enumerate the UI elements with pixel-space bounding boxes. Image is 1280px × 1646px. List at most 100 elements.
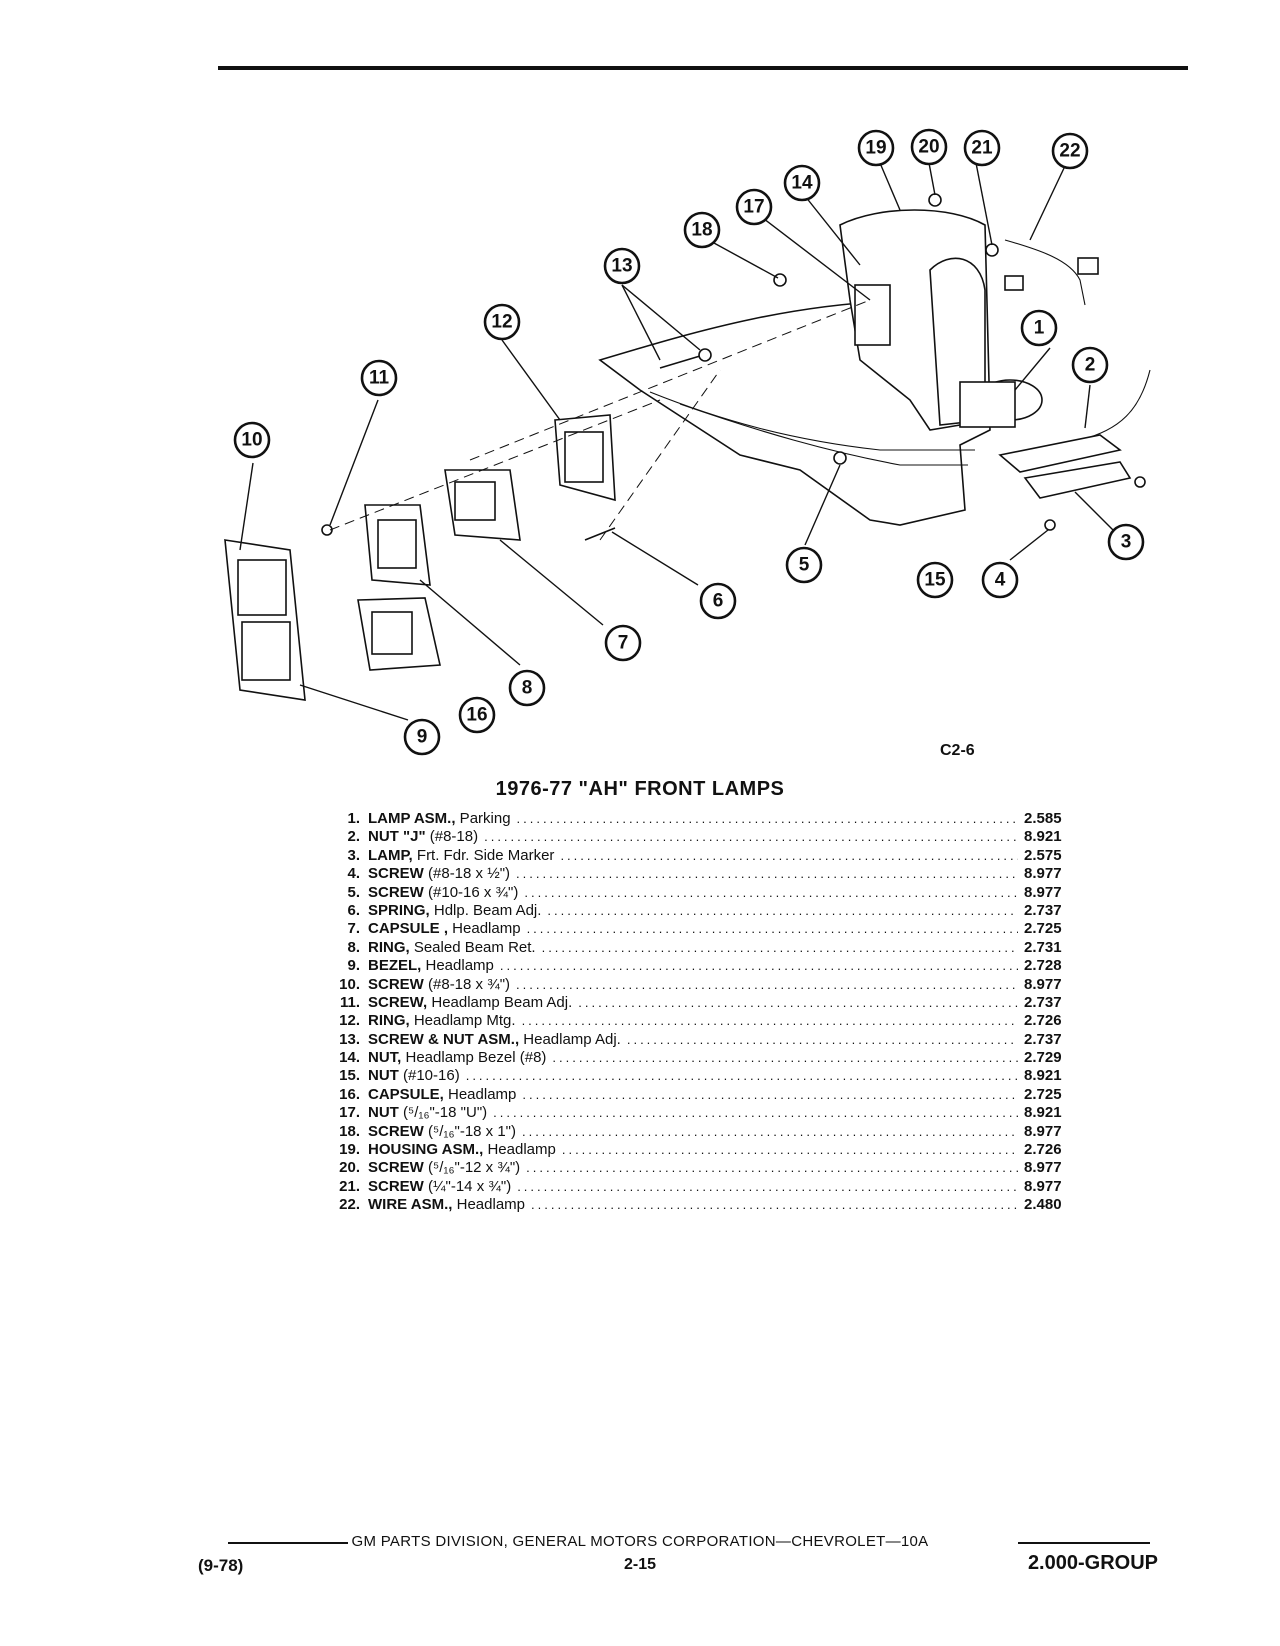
part-row: 10.SCREW (#8-18 x ¾")...................… bbox=[320, 976, 1080, 994]
group-code: 8.977 bbox=[1024, 883, 1062, 901]
part-name: SPRING, bbox=[368, 901, 430, 919]
part-name: SCREW bbox=[368, 883, 424, 901]
part-detail: Headlamp bbox=[483, 1141, 556, 1159]
headlamp-bezel bbox=[224, 539, 306, 701]
part-description: LAMP, Frt. Fdr. Side Marker bbox=[368, 847, 554, 865]
leader-dots: ........................................… bbox=[626, 1031, 1018, 1047]
callout-18: 18 bbox=[683, 211, 721, 249]
part-number: 11. bbox=[339, 993, 360, 1011]
part-number: 6. bbox=[347, 901, 360, 919]
svg-text:15: 15 bbox=[924, 570, 946, 591]
part-detail: Headlamp bbox=[421, 957, 494, 975]
part-description: LAMP ASM., Parking bbox=[368, 810, 511, 828]
callout-12: 12 bbox=[483, 303, 521, 341]
part-name: LAMP, bbox=[368, 846, 413, 864]
part-number: 21. bbox=[339, 1177, 360, 1195]
part-detail: Headlamp Mtg. bbox=[409, 1012, 516, 1030]
part-detail: Headlamp Adj. bbox=[519, 1030, 621, 1048]
svg-text:2: 2 bbox=[1085, 355, 1096, 376]
group-code: 8.977 bbox=[1024, 975, 1062, 993]
part-description: SCREW (#8-18 x ½") bbox=[368, 865, 510, 883]
group-code: 2.737 bbox=[1024, 1030, 1062, 1048]
headlamp-housing bbox=[839, 209, 991, 431]
part-name: NUT "J" bbox=[368, 828, 426, 846]
part-number: 5. bbox=[347, 883, 360, 901]
footer-rule-left bbox=[228, 1542, 356, 1544]
part-row: 17.NUT (⁵/₁₆"-18 "U")...................… bbox=[320, 1104, 1080, 1122]
part-description: SCREW (⁵/₁₆"-18 x 1") bbox=[368, 1123, 516, 1141]
part-number: 12. bbox=[339, 1012, 360, 1030]
callout-5: 5 bbox=[785, 546, 823, 584]
footer-publisher-text: GM PARTS DIVISION, GENERAL MOTORS CORPOR… bbox=[347, 1533, 933, 1550]
part-name: SCREW bbox=[368, 1122, 424, 1140]
leader-dots: ........................................… bbox=[547, 902, 1018, 918]
part-row: 3.LAMP, Frt. Fdr. Side Marker...........… bbox=[320, 847, 1080, 865]
leader-dots: ........................................… bbox=[499, 958, 1018, 974]
svg-text:20: 20 bbox=[918, 137, 939, 158]
group-code: 8.921 bbox=[1024, 1104, 1062, 1122]
part-row: 5.SCREW (#10-16 x ¾")...................… bbox=[320, 884, 1080, 902]
part-row: 13. SCREW & NUT ASM., Headlamp Adj.......… bbox=[320, 1031, 1080, 1049]
part-number: 20. bbox=[339, 1159, 360, 1177]
part-description: SCREW (¼"-14 x ¾") bbox=[368, 1178, 511, 1196]
leader-dots: ........................................… bbox=[465, 1068, 1018, 1084]
part-description: RING, Sealed Beam Ret. bbox=[368, 939, 536, 957]
part-description: CAPSULE, Headlamp bbox=[368, 1086, 516, 1104]
group-code: 2.726 bbox=[1024, 1012, 1062, 1030]
part-detail: (#10-16 x ¾") bbox=[423, 883, 519, 901]
part-row: 15.NUT (#10-16).........................… bbox=[320, 1067, 1080, 1085]
leader-dots: ........................................… bbox=[526, 1160, 1018, 1176]
part-name: SCREW, bbox=[368, 993, 428, 1011]
svg-text:18: 18 bbox=[691, 220, 712, 241]
svg-text:3: 3 bbox=[1121, 532, 1132, 553]
callout-21: 21 bbox=[963, 129, 1001, 167]
part-row: 19.HOUSING ASM., Headlamp...............… bbox=[320, 1141, 1080, 1159]
group-code: 8.977 bbox=[1024, 1122, 1062, 1140]
part-row: 12.RING, Headlamp Mtg...................… bbox=[320, 1012, 1080, 1030]
leader-dots: ........................................… bbox=[560, 847, 1018, 863]
svg-text:14: 14 bbox=[791, 173, 813, 194]
part-row: 22.WIRE ASM., Headlamp..................… bbox=[320, 1196, 1080, 1214]
leader-dots: ........................................… bbox=[552, 1050, 1018, 1066]
svg-text:5: 5 bbox=[799, 555, 810, 576]
svg-text:17: 17 bbox=[743, 197, 764, 218]
callout-14: 14 bbox=[783, 164, 821, 202]
part-name: WIRE ASM., bbox=[368, 1196, 453, 1214]
part-number: 7. bbox=[347, 920, 360, 938]
part-name: NUT, bbox=[368, 1049, 402, 1067]
part-name: HOUSING ASM., bbox=[368, 1141, 484, 1159]
part-name: SCREW bbox=[368, 865, 424, 883]
part-row: 8.RING, Sealed Beam Ret.................… bbox=[320, 939, 1080, 957]
part-description: HOUSING ASM., Headlamp bbox=[368, 1141, 556, 1159]
top-rule bbox=[218, 66, 1188, 70]
group-code: 2.737 bbox=[1024, 901, 1062, 919]
part-number: 10. bbox=[339, 975, 360, 993]
part-number: 9. bbox=[347, 957, 360, 975]
svg-text:12: 12 bbox=[491, 312, 512, 333]
callout-13: 13 bbox=[603, 247, 641, 285]
side-marker-lamp bbox=[998, 434, 1132, 499]
part-name: CAPSULE , bbox=[368, 920, 449, 938]
part-row: 9.BEZEL, Headlamp.......................… bbox=[320, 957, 1080, 975]
leader-dots: ........................................… bbox=[516, 811, 1018, 826]
part-description: SCREW (#8-18 x ¾") bbox=[368, 976, 510, 994]
part-number: 13. bbox=[339, 1030, 360, 1048]
part-detail: Headlamp bbox=[452, 1196, 525, 1214]
part-description: SCREW, Headlamp Beam Adj. bbox=[368, 994, 572, 1012]
part-row: 18.SCREW (⁵/₁₆"-18 x 1")................… bbox=[320, 1123, 1080, 1141]
part-description: NUT "J" (#8-18) bbox=[368, 828, 478, 846]
callout-1: 1 bbox=[1020, 309, 1058, 347]
part-number: 14. bbox=[339, 1049, 360, 1067]
part-detail: (⁵/₁₆"-12 x ¾") bbox=[423, 1159, 521, 1177]
svg-text:19: 19 bbox=[865, 138, 886, 159]
leader-dots: ........................................… bbox=[484, 829, 1018, 845]
group-number: 2.000-GROUP bbox=[1027, 1552, 1158, 1574]
part-number: 18. bbox=[339, 1122, 360, 1140]
part-name: SCREW & NUT ASM., bbox=[368, 1030, 520, 1048]
group-code: 2.725 bbox=[1024, 1085, 1062, 1103]
part-detail: Headlamp Bezel (#8) bbox=[401, 1049, 547, 1067]
part-name: SCREW bbox=[368, 1159, 424, 1177]
svg-text:10: 10 bbox=[241, 430, 262, 451]
part-number: 8. bbox=[347, 938, 360, 956]
small-hardware bbox=[321, 193, 1146, 541]
